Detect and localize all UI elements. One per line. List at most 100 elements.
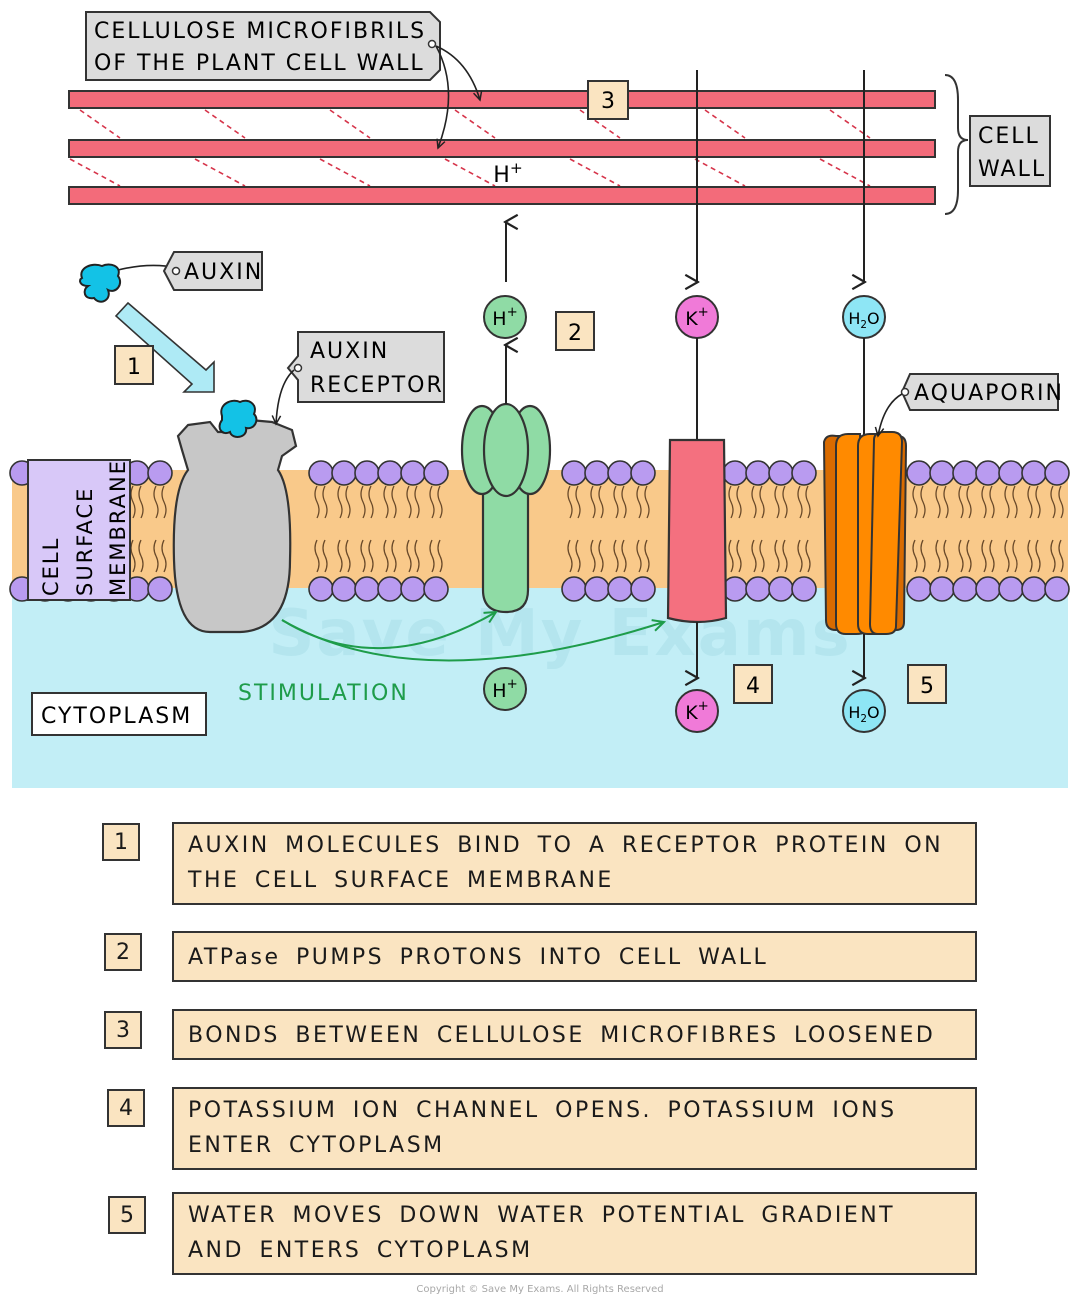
fatty-acid-tail <box>736 539 742 573</box>
phospholipid-head <box>929 576 955 602</box>
fatty-acid-tail <box>782 539 788 573</box>
phospholipid-head <box>906 460 932 486</box>
step-5-text: WATER MOVES DOWN WATER POTENTIAL GRADIEN… <box>172 1192 977 1275</box>
fatty-acid-tail <box>322 539 328 573</box>
cell-wall-expansion-diagram: Save My Exams CELLULOSE MICROFIBRILS OF … <box>9 11 1070 788</box>
proton-ion-bottom: H+ <box>483 667 527 711</box>
fatty-acid-tail <box>429 485 435 519</box>
phospholipid-head <box>998 460 1024 486</box>
fatty-acid-tail <box>943 539 949 573</box>
fatty-acid-tail <box>130 485 136 519</box>
proton-ion-top: H+ <box>483 295 527 339</box>
fatty-acid-tail <box>1058 485 1064 519</box>
phospholipid-head <box>561 460 587 486</box>
phospholipid-head <box>768 576 794 602</box>
fibril-crosslink <box>454 109 496 139</box>
fatty-acid-tail <box>920 485 926 519</box>
membrane-label-line-3: MEMBRANE <box>106 459 130 596</box>
fatty-acid-tail <box>383 539 389 573</box>
fatty-acid-tail <box>751 539 757 573</box>
step-5-number: 5 <box>108 1196 146 1234</box>
fatty-acid-tail <box>621 539 627 573</box>
phospholipid-head <box>975 460 1001 486</box>
potassium-channel <box>666 438 728 624</box>
fatty-acid-tail <box>1035 485 1041 519</box>
bound-auxin-icon <box>218 399 258 438</box>
atpase-pump <box>460 402 552 614</box>
fatty-acid-tail <box>782 485 788 519</box>
fatty-acid-tail <box>644 485 650 519</box>
phospholipid-head <box>745 460 771 486</box>
marker-4 <box>733 664 773 704</box>
fibril-crosslink <box>69 158 121 187</box>
fatty-acid-tail <box>429 539 435 573</box>
fatty-acid-tail <box>759 539 765 573</box>
marker-3 <box>587 80 629 120</box>
phospholipid-head <box>147 460 173 486</box>
phospholipid-head <box>630 576 656 602</box>
fatty-acid-tail <box>774 485 780 519</box>
stimulation-arrow-k-channel <box>281 619 667 662</box>
fibril-crosslink <box>79 109 121 139</box>
fatty-acid-tail <box>912 539 918 573</box>
fibril-crosslink <box>694 158 746 187</box>
fatty-acid-tail <box>322 485 328 519</box>
fatty-acid-tail <box>1004 539 1010 573</box>
fatty-acid-tail <box>935 539 941 573</box>
auxin-icon <box>79 263 122 303</box>
step-4-text: POTASSIUM ION CHANNEL OPENS. POTASSIUM I… <box>172 1087 977 1170</box>
fatty-acid-tail <box>314 539 320 573</box>
phospholipid-head <box>354 576 380 602</box>
fatty-acid-tail <box>153 485 159 519</box>
potassium-ion-bottom-text: K+ <box>685 699 709 724</box>
fatty-acid-tail <box>337 539 343 573</box>
marker-1-text: 1 <box>127 355 141 380</box>
potassium-ion-bottom: K+ <box>675 689 719 733</box>
fatty-acid-tail <box>161 539 167 573</box>
fatty-acid-tail <box>161 485 167 519</box>
marker-2 <box>555 311 595 351</box>
fatty-acid-tail <box>314 485 320 519</box>
fatty-acid-tail <box>805 485 811 519</box>
phospholipid-head <box>400 576 426 602</box>
step-4-number: 4 <box>107 1089 145 1127</box>
phospholipid-head <box>998 576 1024 602</box>
fatty-acid-tail <box>345 539 351 573</box>
aquaporin-label-text: AQUAPORIN <box>914 381 1064 406</box>
auxin-receptor-protein <box>172 418 298 634</box>
auxin-molecule <box>79 263 122 303</box>
aquaporin-channel <box>822 431 908 635</box>
fatty-acid-tail <box>644 539 650 573</box>
fatty-acid-tail <box>805 539 811 573</box>
phospholipid-head <box>630 460 656 486</box>
aquaporin-label: AQUAPORIN <box>874 373 1064 438</box>
fatty-acid-tail <box>414 539 420 573</box>
auxin-receptor-label-line-2: RECEPTOR <box>310 373 444 398</box>
fatty-acid-tail <box>138 485 144 519</box>
water-molecule-top: H2O <box>842 295 886 339</box>
fibril-crosslink <box>319 158 371 187</box>
proton-in-wall-text: H+ <box>493 159 522 188</box>
fatty-acid-tail <box>406 485 412 519</box>
phospholipid-head <box>423 460 449 486</box>
phospholipid-head <box>607 576 633 602</box>
phospholipid-head <box>906 576 932 602</box>
microfibril-1 <box>68 90 936 109</box>
fatty-acid-tail <box>437 485 443 519</box>
cytoplasm-label: CYTOPLASM <box>31 692 207 736</box>
fatty-acid-tail <box>636 485 642 519</box>
proton-ion-bottom-text: H+ <box>492 677 517 702</box>
fatty-acid-tail <box>1027 485 1033 519</box>
marker-3-text: 3 <box>601 89 615 114</box>
fatty-acid-tail <box>736 485 742 519</box>
fatty-acid-tail <box>981 539 987 573</box>
phospholipid-head <box>745 576 771 602</box>
copyright-notice: Copyright © Save My Exams. All Rights Re… <box>416 1284 664 1295</box>
fatty-acid-tail <box>590 539 596 573</box>
phospholipid-head <box>584 576 610 602</box>
potassium-ion-top: K+ <box>675 295 719 339</box>
fatty-acid-tail <box>1012 485 1018 519</box>
step-2-number: 2 <box>104 933 142 971</box>
fatty-acid-tail <box>728 485 734 519</box>
phospholipid-head <box>607 460 633 486</box>
